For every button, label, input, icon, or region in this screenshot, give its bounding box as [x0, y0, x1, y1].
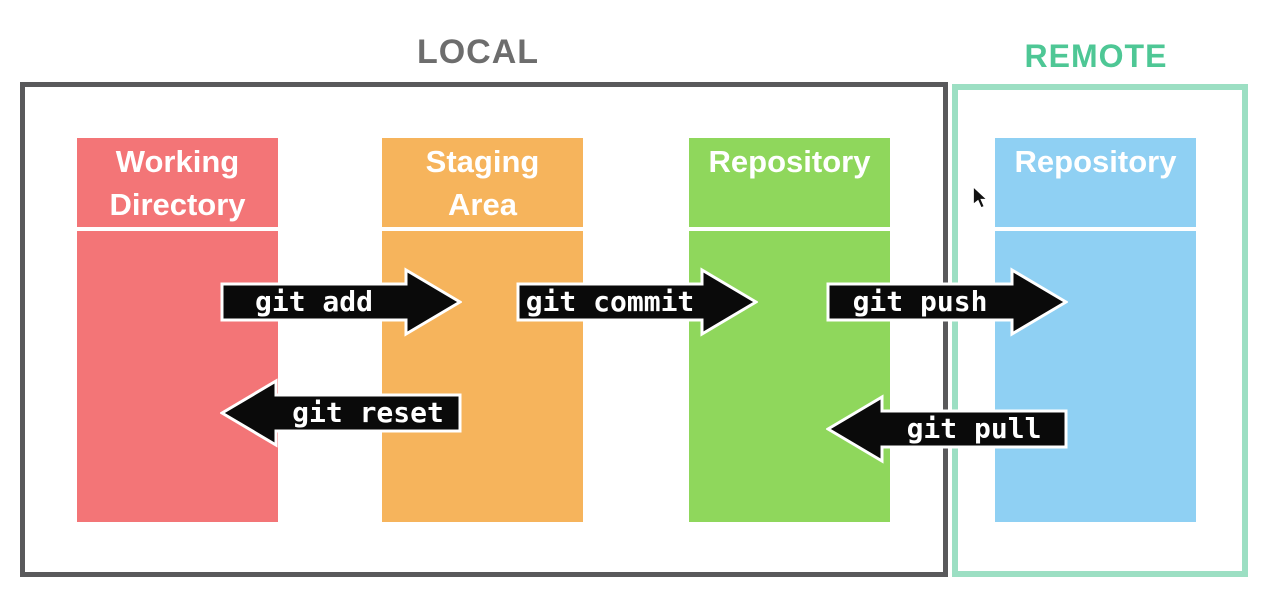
git-pull-label: git pull — [906, 412, 1042, 445]
git-add-label: git add — [254, 285, 373, 318]
git-reset-label: git reset — [292, 396, 444, 429]
left-arrow-icon — [826, 394, 1068, 464]
git-pull-arrow: git pull — [826, 394, 1068, 464]
local-section-box — [20, 82, 948, 577]
git-commit-arrow: git commit — [516, 267, 758, 337]
column-remote-repository: Repository — [995, 138, 1196, 522]
git-add-arrow: git add — [220, 267, 462, 337]
right-arrow-icon — [516, 267, 758, 337]
column-remote-repository-label: Repository — [1014, 144, 1177, 179]
git-push-label: git push — [852, 285, 988, 318]
remote-section-box — [952, 84, 1248, 577]
column-working-directory-label: Working Directory — [109, 144, 246, 222]
local-section-title: LOCAL — [416, 33, 540, 71]
right-arrow-icon — [826, 267, 1068, 337]
column-divider — [689, 227, 890, 231]
column-local-repository: Repository — [689, 138, 890, 522]
column-divider — [995, 227, 1196, 231]
right-arrow-icon — [220, 267, 462, 337]
column-divider — [382, 227, 583, 231]
column-working-directory: Working Directory — [77, 138, 278, 522]
column-divider — [77, 227, 278, 231]
left-arrow-icon — [220, 378, 462, 448]
git-reset-arrow: git reset — [220, 378, 462, 448]
remote-section-title: REMOTE — [1024, 38, 1168, 74]
column-local-repository-label: Repository — [708, 144, 871, 179]
column-staging-area-label: Staging Area — [425, 144, 540, 222]
mouse-cursor-icon — [972, 186, 988, 209]
git-push-arrow: git push — [826, 267, 1068, 337]
git-commit-label: git commit — [525, 285, 695, 318]
